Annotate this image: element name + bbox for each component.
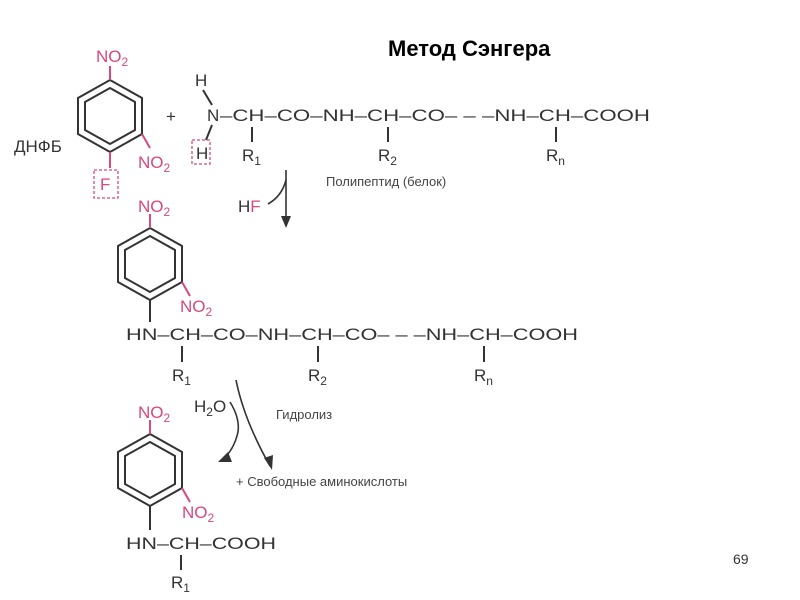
benzene-ring-1 [77,78,143,154]
no2-top-1: NO2 [96,47,129,69]
polypeptide-caption: Полипептид (белок) [326,174,446,189]
polypeptide-chain: –CH–CO–NH–CH–CO– – –NH–CH–COOH [220,106,650,125]
dnp-peptide: NO2 NO2 HN–CH–CO–NH–CH–CO– – –NH–CH–COOH… [117,197,578,388]
reaction-step-1: HF [238,170,291,228]
dnp-amino-acid-chain: HN–CH–COOH [126,534,276,553]
polypeptide: H N H –CH–CO–NH–CH–CO– – –NH–CH–COOH R1 … [191,71,650,189]
no2-top-2: NO2 [138,197,171,219]
dnfb-molecule: NO2 NO2 F ДНФБ [14,47,171,199]
free-amino-acids-label: + Свободные аминокислоты [236,474,407,489]
side-chain-r2-2: R2 [308,366,327,388]
bond-no2-side-3 [181,487,191,503]
hydrolysis-label: Гидролиз [276,407,332,422]
bond-no2-side-1 [141,133,151,149]
reaction-step-2: H2O Гидролиз + Свободные аминокислоты [194,379,407,489]
arrow-head-1 [281,216,291,228]
amino-n: N [207,106,219,125]
benzene-ring-3 [117,432,183,508]
side-chain-r2: R2 [378,146,397,168]
bond-no2-side-2 [181,281,191,297]
benzene-ring-2-inner [124,234,176,294]
byproduct-branch-arrow [267,179,287,205]
benzene-ring-3-inner [124,440,176,500]
no2-side-3: NO2 [182,503,215,525]
dnp-peptide-chain: HN–CH–CO–NH–CH–CO– – –NH–CH–COOH [126,325,578,344]
water-reagent: H2O [194,397,226,419]
arrow-head-2 [264,455,273,470]
amino-h-bottom: H [196,144,208,163]
side-chain-r1: R1 [242,146,261,168]
no2-side-1: NO2 [138,153,171,175]
bond-h-bottom [205,124,213,141]
no2-top-3: NO2 [138,403,171,425]
side-chain-rn: Rn [546,146,565,168]
no2-side-2: NO2 [180,297,213,319]
side-chain-rn-2: Rn [474,366,493,388]
benzene-ring-1-inner [84,86,136,146]
side-chain-r1-3: R1 [171,573,190,595]
amino-h-top: H [195,71,207,90]
reaction-arrow-2 [235,379,271,467]
arrow-head-2b [218,452,232,462]
dnp-amino-acid: NO2 NO2 HN–CH–COOH R1 [117,403,276,595]
page-number: 69 [733,551,749,567]
benzene-ring-2 [117,226,183,302]
plus-sign: + [166,107,176,126]
byproduct-hf: HF [238,197,261,216]
side-chain-r1-2: R1 [172,366,191,388]
bond-h-top [202,89,213,106]
fluorine-highlight-box [93,169,119,199]
slide-title: Метод Сэнгера [388,36,551,61]
dnfb-label: ДНФБ [14,137,62,156]
hydrogen-highlight-box [191,139,211,165]
fluorine-atom: F [100,175,110,194]
